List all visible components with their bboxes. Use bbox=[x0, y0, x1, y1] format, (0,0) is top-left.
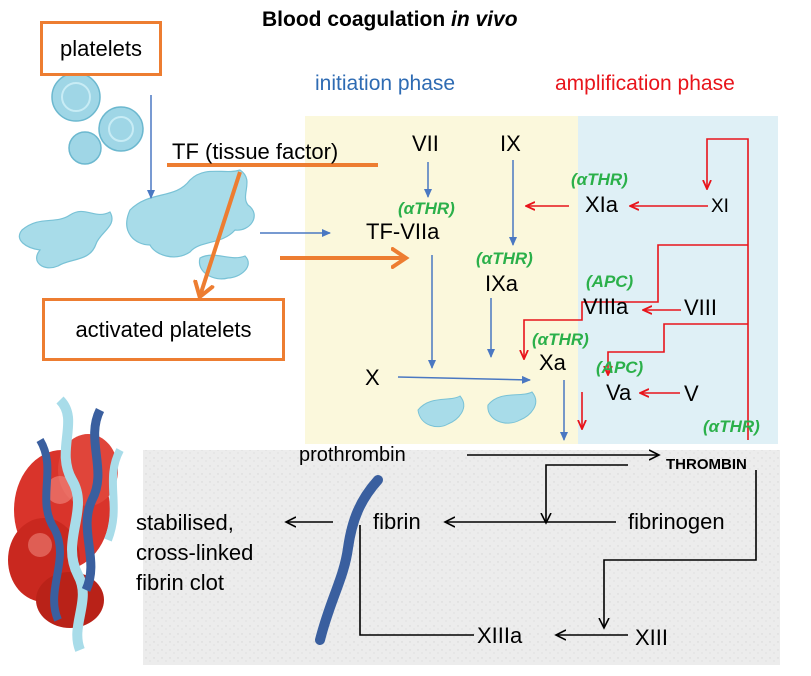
initiation-arrows bbox=[147, 95, 568, 441]
fibrin-strand bbox=[315, 475, 383, 645]
activated-platelets-label: activated platelets bbox=[75, 316, 252, 342]
prothrombin-label: prothrombin bbox=[299, 444, 406, 466]
clot-label-line3: fibrin clot bbox=[136, 570, 225, 595]
factor-xiiia: XIIIa bbox=[477, 623, 523, 648]
factor-viiia: VIIIa bbox=[583, 294, 629, 319]
title-emphasis: in vivo bbox=[451, 8, 518, 31]
factor-x: X bbox=[365, 365, 380, 390]
orange-highlights bbox=[167, 163, 405, 296]
initiation-phase-heading: initiation phase bbox=[315, 72, 456, 95]
factor-viii: VIII bbox=[684, 295, 718, 320]
platelets-box: platelets bbox=[40, 21, 162, 76]
factor-va: Va bbox=[606, 380, 632, 405]
regulator-apc-viiia: (APC) bbox=[586, 272, 634, 291]
initiation-panel bbox=[305, 116, 578, 444]
diagram-title: Blood coagulation in vivo bbox=[262, 9, 518, 30]
regulator-athr-xa: (αTHR) bbox=[532, 330, 589, 349]
fibrinogen-label: fibrinogen bbox=[628, 509, 725, 534]
bottom-panel bbox=[143, 450, 780, 665]
amplification-arrows bbox=[524, 138, 749, 440]
amplification-panel bbox=[578, 116, 778, 444]
fibrin-label: fibrin bbox=[373, 509, 421, 534]
xa-platelets-image bbox=[417, 391, 537, 428]
regulator-athr-ixa: (αTHR) bbox=[476, 249, 533, 268]
factor-xa: Xa bbox=[539, 350, 566, 375]
regulator-athr-thrombin: (αTHR) bbox=[703, 417, 760, 436]
factor-ix: IX bbox=[500, 131, 521, 156]
factor-xiii: XIII bbox=[635, 625, 669, 650]
platelets-label: platelets bbox=[60, 35, 142, 61]
amplification-phase-heading: amplification phase bbox=[555, 72, 735, 95]
factor-vii: VII bbox=[412, 131, 439, 156]
regulator-athr-tf-viia: (αTHR) bbox=[398, 199, 455, 218]
factor-ixa: IXa bbox=[485, 271, 519, 296]
activated-platelets-box: activated platelets bbox=[42, 298, 285, 361]
thrombin-label: THROMBIN bbox=[666, 456, 747, 473]
factor-tf-viia: TF-VIIa bbox=[366, 219, 440, 244]
bottom-arrows bbox=[287, 455, 757, 635]
factor-xia: XIa bbox=[585, 192, 619, 217]
clot-label-line1: stabilised, bbox=[136, 510, 234, 535]
factor-xi: XI bbox=[711, 196, 729, 217]
title-main: Blood coagulation bbox=[262, 8, 451, 31]
platelets-image bbox=[51, 72, 144, 165]
activated-platelets-image bbox=[18, 169, 255, 280]
factor-v: V bbox=[684, 381, 699, 406]
regulator-apc-va: (APC) bbox=[596, 358, 644, 377]
tissue-factor-label: TF (tissue factor) bbox=[172, 139, 339, 164]
fibrin-clot-image bbox=[8, 396, 124, 652]
regulator-athr-xia: (αTHR) bbox=[571, 170, 628, 189]
clot-label-line2: cross-linked bbox=[136, 540, 254, 565]
